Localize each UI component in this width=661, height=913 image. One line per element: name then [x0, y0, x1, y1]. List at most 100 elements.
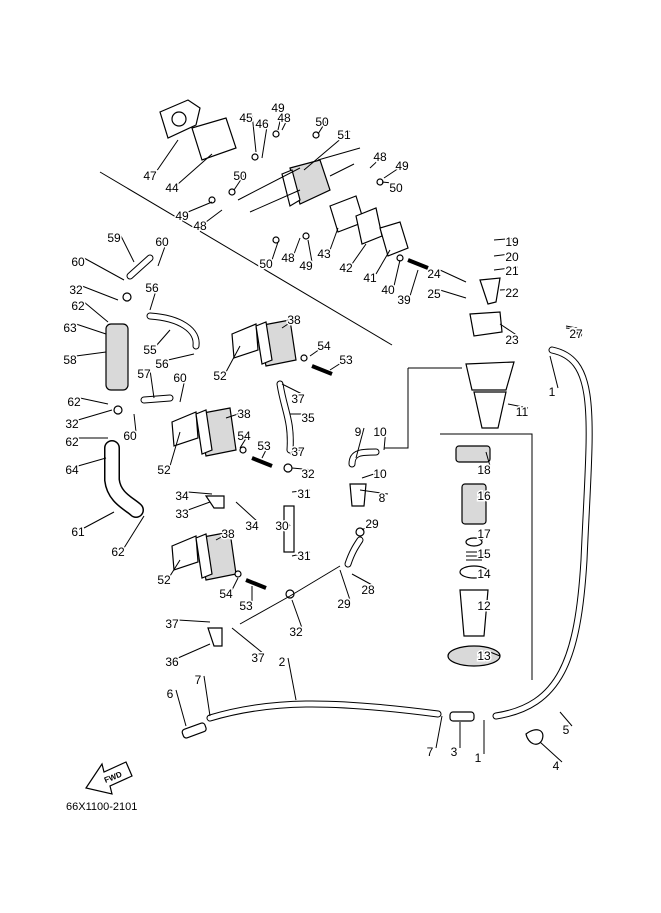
- callout-54: 54: [237, 429, 251, 443]
- pump-cover-41: [379, 221, 409, 257]
- hose-64-61: [104, 440, 144, 518]
- callout-leader-52: [169, 559, 181, 577]
- callout-leader-48: [205, 209, 223, 223]
- hose-57: [140, 394, 174, 404]
- callout-leader-60: [157, 237, 169, 267]
- section-divider-line: [99, 171, 393, 346]
- callout-leader-42: [351, 243, 367, 265]
- callout-leader-4: [539, 741, 563, 763]
- callout-59: 59: [107, 231, 121, 245]
- callout-leader-58: [75, 351, 107, 357]
- callout-38: 38: [221, 527, 235, 541]
- callout-leader-23: [499, 323, 519, 337]
- callout-3: 3: [451, 745, 458, 759]
- callout-leader-16: [485, 491, 491, 497]
- callout-49: 49: [271, 101, 285, 115]
- callout-leader-29: [339, 569, 351, 601]
- hose-28: [344, 536, 364, 568]
- callout-49: 49: [175, 209, 189, 223]
- connector-6: [181, 722, 207, 739]
- callout-leader-32: [291, 467, 315, 471]
- callout-61: 61: [71, 525, 85, 539]
- callout-64: 64: [65, 463, 79, 477]
- callout-leader-62: [123, 515, 145, 549]
- callout-leader-33: [187, 501, 211, 511]
- callout-leader-53: [261, 441, 271, 459]
- callout-36: 36: [165, 655, 179, 669]
- pump-gasket-47: [159, 99, 201, 139]
- callout-53: 53: [257, 439, 271, 453]
- hose-5: [492, 346, 593, 720]
- callout-leader-13: [489, 651, 501, 657]
- callout-30: 30: [275, 519, 289, 533]
- callout-11: 11: [516, 405, 529, 419]
- hose-2: [206, 700, 442, 722]
- callout-29: 29: [337, 597, 351, 611]
- callout-17: 17: [477, 527, 491, 541]
- callout-leader-39: [409, 269, 419, 297]
- hose-35: [276, 380, 294, 454]
- callout-leader-46: [261, 119, 269, 159]
- callout-16: 16: [477, 489, 491, 503]
- callout-leader-47: [155, 139, 179, 173]
- callout-50: 50: [315, 115, 329, 129]
- callout-53: 53: [339, 353, 353, 367]
- callout-38: 38: [237, 407, 251, 421]
- callout-37: 37: [291, 445, 305, 459]
- callout-leader-37: [289, 447, 305, 455]
- callout-leader-60: [83, 257, 125, 281]
- pump-body-51: [281, 159, 331, 207]
- callout-50: 50: [233, 169, 247, 183]
- callout-29: 29: [365, 517, 379, 531]
- callout-26: 26: [569, 326, 583, 340]
- callout-8: 8: [379, 491, 386, 505]
- callout-leader-37: [231, 627, 265, 655]
- callout-leader-52: [169, 431, 181, 467]
- callout-leader-24: [439, 269, 467, 283]
- callout-leader-55: [155, 329, 171, 347]
- callout-32: 32: [69, 283, 83, 297]
- callout-50: 50: [389, 181, 403, 195]
- callout-39: 39: [397, 293, 411, 307]
- callout-leaders: [75, 103, 583, 763]
- callout-leader-7: [203, 675, 211, 717]
- callout-48: 48: [277, 111, 291, 125]
- callout-5: 5: [563, 723, 570, 737]
- hose-9: [348, 448, 380, 468]
- callout-leader-22: [499, 288, 519, 291]
- hose-58-63: [105, 323, 129, 391]
- callout-leader-19: [493, 237, 519, 241]
- callout-9: 9: [355, 425, 362, 439]
- callout-leader-10: [361, 469, 387, 479]
- callout-leader-32: [291, 599, 303, 629]
- fuel-pump-38-middle: [171, 407, 237, 457]
- callout-52: 52: [157, 463, 171, 477]
- callout-62: 62: [111, 545, 125, 559]
- callout-32: 32: [289, 625, 303, 639]
- callout-54: 54: [317, 339, 331, 353]
- pump-plate-44: [191, 117, 237, 161]
- callout-52: 52: [157, 573, 171, 587]
- callout-leader-38: [281, 315, 301, 329]
- hose-55: [146, 312, 200, 350]
- callout-leader-17: [481, 529, 491, 541]
- callout-60: 60: [155, 235, 169, 249]
- callout-leader-51: [303, 130, 351, 171]
- callout-7: 7: [427, 745, 434, 759]
- callout-62: 62: [67, 395, 81, 409]
- callout-leader-8: [359, 489, 389, 495]
- callout-14: 14: [477, 567, 491, 581]
- callout-leader-56: [149, 283, 159, 311]
- elbow-33-36: [204, 495, 225, 647]
- callout-leader-38: [225, 409, 251, 419]
- joint-3: [449, 711, 475, 722]
- callout-4: 4: [553, 759, 560, 773]
- callout-27: 27: [569, 327, 583, 341]
- bracket-line-filter: [440, 433, 533, 680]
- callout-leader-45: [251, 113, 257, 153]
- callout-2: 2: [279, 655, 286, 669]
- callout-leader-62: [79, 397, 109, 405]
- hose-59: [126, 254, 154, 280]
- fuel-pump-38-top: [231, 319, 297, 367]
